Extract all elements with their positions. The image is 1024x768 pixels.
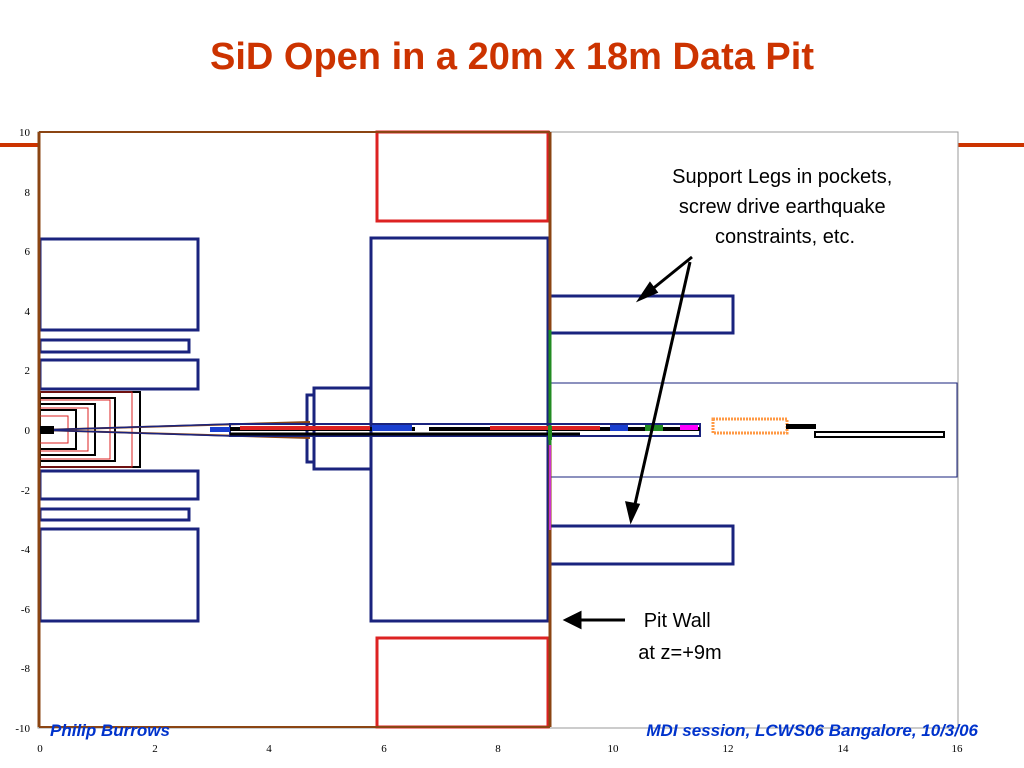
beam-element-orange <box>711 417 789 435</box>
arrow-support-bottom <box>631 261 692 514</box>
support-leg-top <box>548 294 735 335</box>
y-tick-label: -2 <box>21 485 30 497</box>
downstream-pipe <box>814 431 945 438</box>
y-axis: 10 8 6 4 2 0 -2 -4 -6 -8 -10 <box>15 127 30 735</box>
x-axis: 0 2 4 6 8 10 12 14 16 <box>37 743 963 755</box>
y-tick-label: 10 <box>19 127 31 139</box>
support-legs-label: Support Legs in pockets, screw drive ear… <box>672 166 898 248</box>
beamline <box>39 417 945 440</box>
beam-element-blue <box>210 427 230 432</box>
footer-session: MDI session, LCWS06 Bangalore, 10/3/06 <box>646 721 978 740</box>
endcap-block <box>38 338 191 354</box>
x-tick-label: 2 <box>152 743 158 755</box>
annotation-arrows <box>562 255 693 630</box>
x-tick-label: 10 <box>608 743 620 755</box>
y-tick-label: 2 <box>25 365 31 377</box>
footer-author: Philip Burrows <box>50 721 170 740</box>
accent-bar-left <box>0 143 38 147</box>
endcap-block <box>38 469 200 501</box>
y-tick-label: -6 <box>21 604 31 616</box>
arrowhead-icon <box>625 501 641 525</box>
support-legs-line: constraints, etc. <box>715 226 855 248</box>
beam-element-white <box>415 425 429 431</box>
y-tick-label: 6 <box>25 246 31 258</box>
x-tick-label: 4 <box>266 743 272 755</box>
beam-element-green <box>645 425 663 431</box>
y-tick-label: -10 <box>15 723 30 735</box>
y-tick-label: 4 <box>25 306 31 318</box>
y-tick-label: 0 <box>25 425 31 437</box>
beam-element-blue <box>610 425 628 431</box>
endcap-block <box>38 527 200 623</box>
support-legs-line: Support Legs in pockets, <box>672 166 892 188</box>
pit-wall-line-2: at z=+9m <box>638 642 721 664</box>
accent-bar-right <box>958 143 1024 147</box>
beam-element-magenta <box>680 425 698 430</box>
beam-element-red <box>240 426 370 430</box>
x-tick-label: 14 <box>838 743 850 755</box>
support-leg-bottom <box>548 524 735 566</box>
y-tick-label: -4 <box>21 544 31 556</box>
beam-element-red <box>490 426 600 430</box>
support-legs-line: screw drive earthquake <box>679 196 886 218</box>
x-tick-label: 6 <box>381 743 387 755</box>
arrowhead-icon <box>635 281 659 303</box>
x-tick-label: 8 <box>495 743 501 755</box>
x-tick-label: 16 <box>952 743 964 755</box>
door-top <box>375 130 550 223</box>
endcap-block <box>38 237 200 332</box>
pit-wall-line-1: Pit Wall <box>644 610 711 632</box>
y-tick-label: 8 <box>25 187 31 199</box>
beam-element-black <box>786 424 816 429</box>
door-bottom <box>375 636 550 729</box>
pit-wall-label: Pit Wall at z=+9m <box>638 610 721 664</box>
crossing-line <box>39 423 231 431</box>
endcap-block <box>38 358 200 391</box>
ip-marker <box>40 426 54 434</box>
slide-title: SiD Open in a 20m x 18m Data Pit <box>210 36 814 78</box>
beam-element-blue <box>372 425 412 431</box>
x-tick-label: 0 <box>37 743 43 755</box>
beam-element-green <box>548 426 552 440</box>
arrowhead-icon <box>562 610 582 630</box>
endcap-block <box>38 507 191 522</box>
crossing-line <box>39 429 231 437</box>
x-tick-label: 12 <box>723 743 734 755</box>
y-tick-label: -8 <box>21 663 31 675</box>
